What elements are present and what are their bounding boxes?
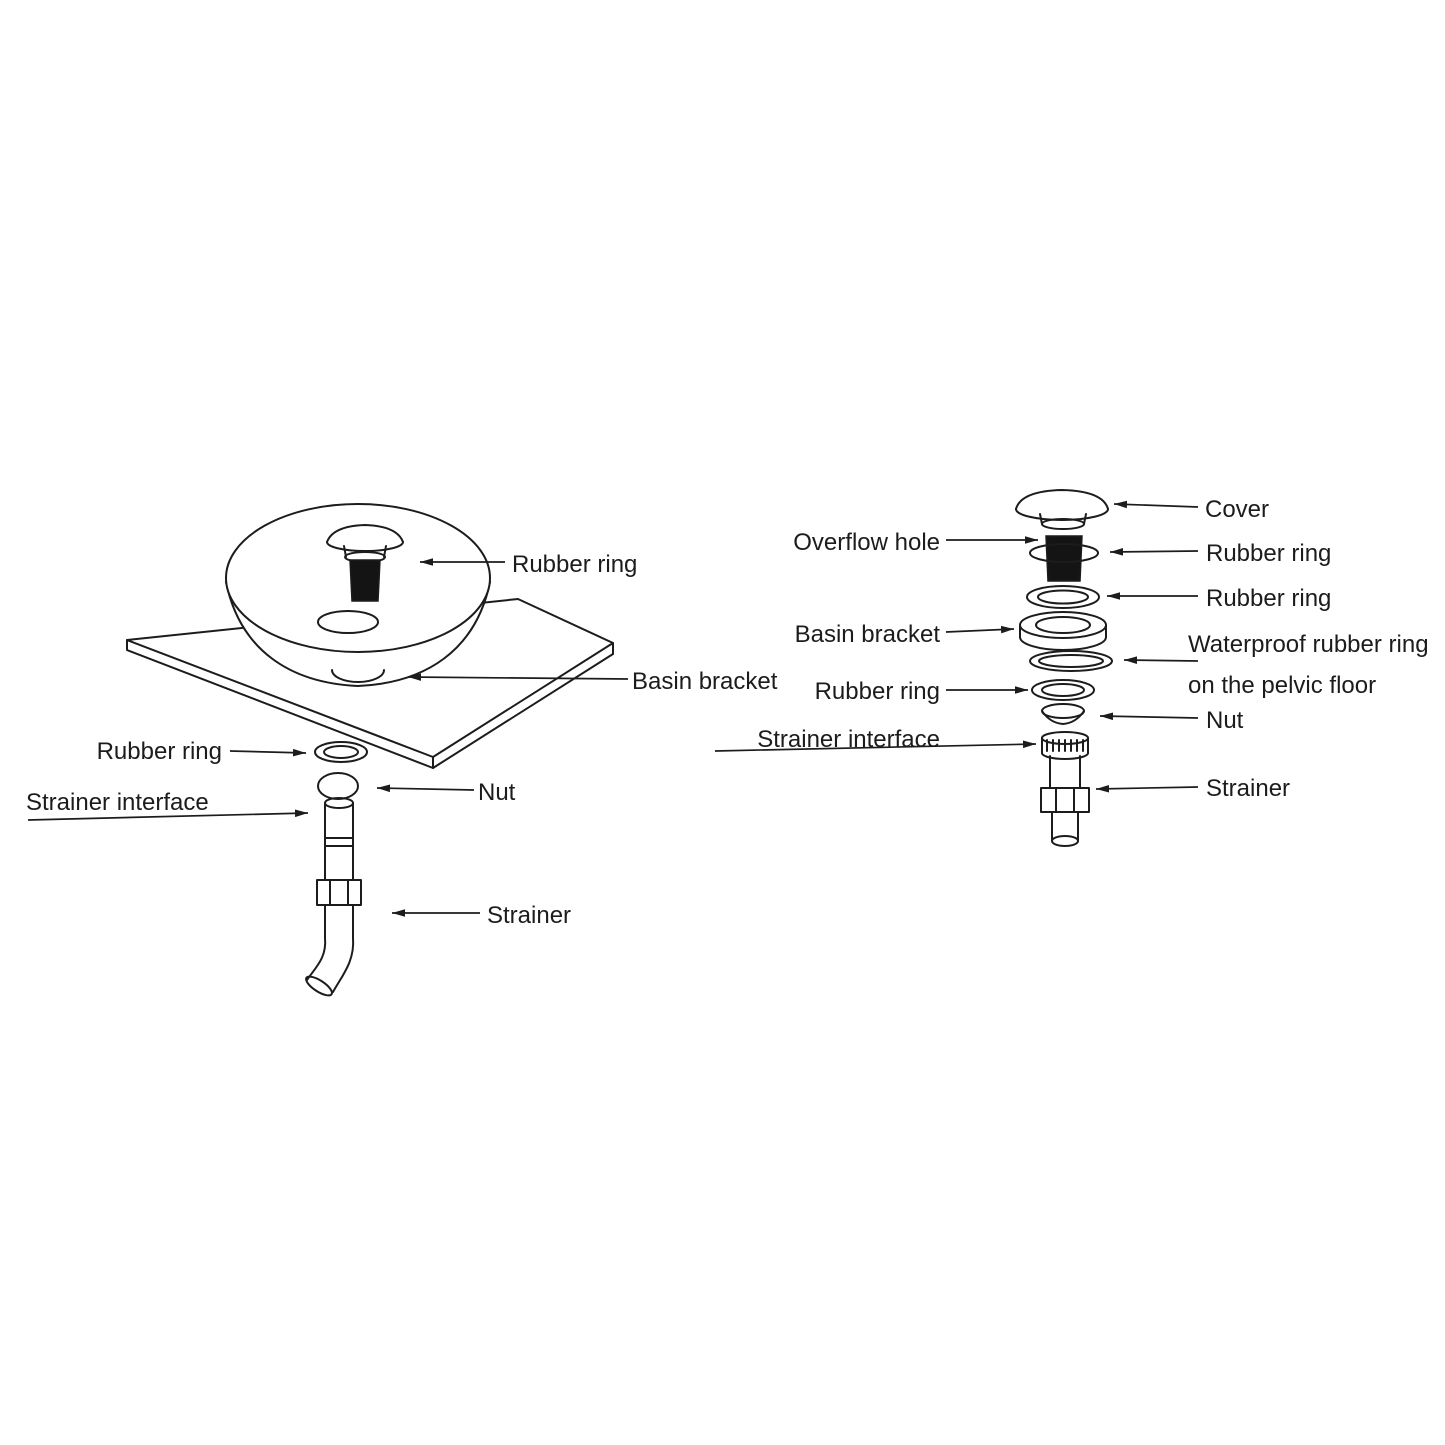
rubber-ring-upper xyxy=(1029,543,1099,563)
label-rubber-ring-upper: Rubber ring xyxy=(1206,540,1331,567)
strainer-left xyxy=(305,797,362,997)
label-strainer-interface: Strainer interface xyxy=(26,789,209,816)
leader-waterproof-ring xyxy=(1123,656,1199,664)
label-waterproof-ring-line1: Waterproof rubber ring xyxy=(1188,631,1429,658)
leader-strainer-interface xyxy=(714,740,1037,752)
nut-right xyxy=(1041,703,1085,725)
leader-strainer-interface xyxy=(27,809,309,821)
right-labels: Cover Overflow hole Rubber ring Rubber r… xyxy=(757,496,1428,802)
label-nut: Nut xyxy=(1206,707,1244,734)
leader-nut xyxy=(1099,712,1199,721)
left-labels: Rubber ring Basin bracket Rubber ring Nu… xyxy=(26,551,778,929)
label-strainer: Strainer xyxy=(487,902,571,929)
label-rubber-ring-lower: Rubber ring xyxy=(815,678,940,705)
leader-rubber-ring-upper xyxy=(1109,548,1199,556)
label-waterproof-ring-line2: on the pelvic floor xyxy=(1188,672,1376,699)
right-leader-lines xyxy=(714,500,1199,793)
rubber-ring-middle xyxy=(1026,585,1100,609)
overflow-stem xyxy=(1029,535,1099,582)
label-nut: Nut xyxy=(478,779,516,806)
label-basin-bracket: Basin bracket xyxy=(795,621,941,648)
strainer-right xyxy=(1040,731,1090,847)
leader-strainer xyxy=(1095,784,1199,793)
basin-bracket xyxy=(1019,611,1107,651)
label-rubber-ring-top: Rubber ring xyxy=(512,551,637,578)
exploded-view-diagram: Cover Overflow hole Rubber ring Rubber r… xyxy=(714,489,1429,847)
label-rubber-ring-bottom: Rubber ring xyxy=(97,738,222,765)
leader-cover xyxy=(1113,500,1199,509)
coupling-nut xyxy=(1040,787,1090,813)
rubber-ring-stem xyxy=(349,559,381,602)
coupling-nut xyxy=(316,879,362,906)
left-leader-lines xyxy=(27,558,629,917)
leader-basin-bracket xyxy=(945,625,1015,634)
installed-view-diagram: Rubber ring Basin bracket Rubber ring Nu… xyxy=(26,503,778,997)
waterproof-rubber-ring xyxy=(1029,650,1113,672)
label-strainer: Strainer xyxy=(1206,775,1290,802)
label-overflow-hole: Overflow hole xyxy=(793,529,940,556)
cover xyxy=(1015,489,1109,530)
label-strainer-interface: Strainer interface xyxy=(757,726,940,753)
nut-left xyxy=(317,772,359,800)
leader-basin-bracket xyxy=(407,673,629,681)
rubber-ring-lower xyxy=(1031,679,1095,701)
leader-rubber-ring-bottom xyxy=(229,748,307,757)
bowl-base-bracket xyxy=(331,669,385,683)
label-rubber-ring-middle: Rubber ring xyxy=(1206,585,1331,612)
label-basin-bracket: Basin bracket xyxy=(632,668,778,695)
rubber-ring-under-counter xyxy=(314,741,368,763)
leader-nut xyxy=(376,784,475,793)
drain-cover-and-rubber-ring xyxy=(326,524,404,602)
label-cover: Cover xyxy=(1205,496,1269,523)
